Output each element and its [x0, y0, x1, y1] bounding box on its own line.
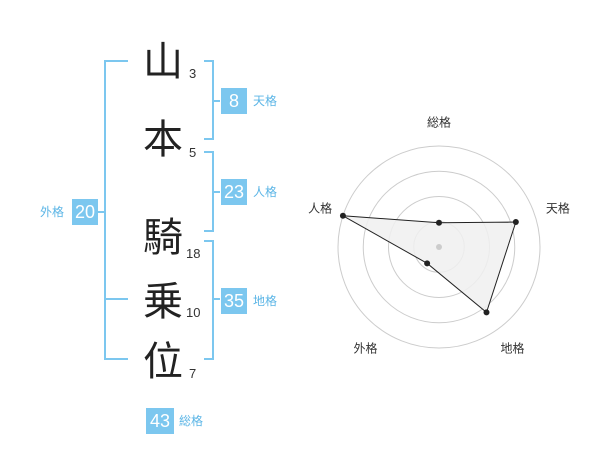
tenkaku-connector [212, 100, 220, 102]
name-char-1: 山 [143, 39, 183, 85]
gaikaku-value: 20 [72, 199, 98, 225]
gaikaku-connector [98, 211, 106, 213]
radar-axis-label-2: 地格 [500, 341, 525, 356]
stroke-count-5: 7 [189, 366, 197, 381]
soukaku-value: 43 [146, 408, 174, 434]
name-char-4: 乗 [143, 279, 183, 325]
radar-axis-label-1: 天格 [545, 201, 570, 216]
jinkaku-connector [212, 191, 220, 193]
radar-ring-3 [362, 170, 516, 324]
chikaku-value: 35 [221, 288, 247, 314]
radar-center [436, 244, 442, 250]
radar-point-2 [483, 309, 490, 316]
stroke-count-3: 18 [186, 246, 201, 261]
soukaku-label: 総格 [179, 414, 204, 428]
chikaku-bracket [204, 240, 214, 360]
gaikaku-label: 外格 [40, 205, 65, 219]
radar-axis-label-4: 人格 [308, 201, 333, 216]
radar-axis-label-0: 総格 [426, 115, 452, 130]
gaikaku-bracket [104, 60, 128, 360]
radar-point-1 [512, 219, 519, 226]
stroke-count-4: 10 [186, 305, 201, 320]
radar-point-3 [424, 260, 431, 267]
jinkaku-value: 23 [221, 179, 247, 205]
tenkaku-label: 天格 [253, 94, 278, 108]
gaikaku-bracket-tick [104, 298, 128, 300]
name-char-5: 位 [143, 339, 183, 385]
jinkaku-label: 人格 [253, 185, 278, 199]
stroke-count-1: 3 [189, 66, 197, 81]
chikaku-label: 地格 [253, 294, 278, 308]
radar-point-0 [436, 219, 442, 226]
radar-axis-label-3: 外格 [353, 341, 378, 356]
radar-ring-4 [337, 145, 541, 349]
stroke-count-2: 5 [189, 145, 197, 160]
tenkaku-value: 8 [221, 88, 247, 114]
name-char-3: 騎 [143, 215, 183, 261]
radar-point-4 [339, 212, 346, 219]
name-char-2: 本 [143, 117, 183, 163]
chikaku-connector [212, 298, 220, 300]
